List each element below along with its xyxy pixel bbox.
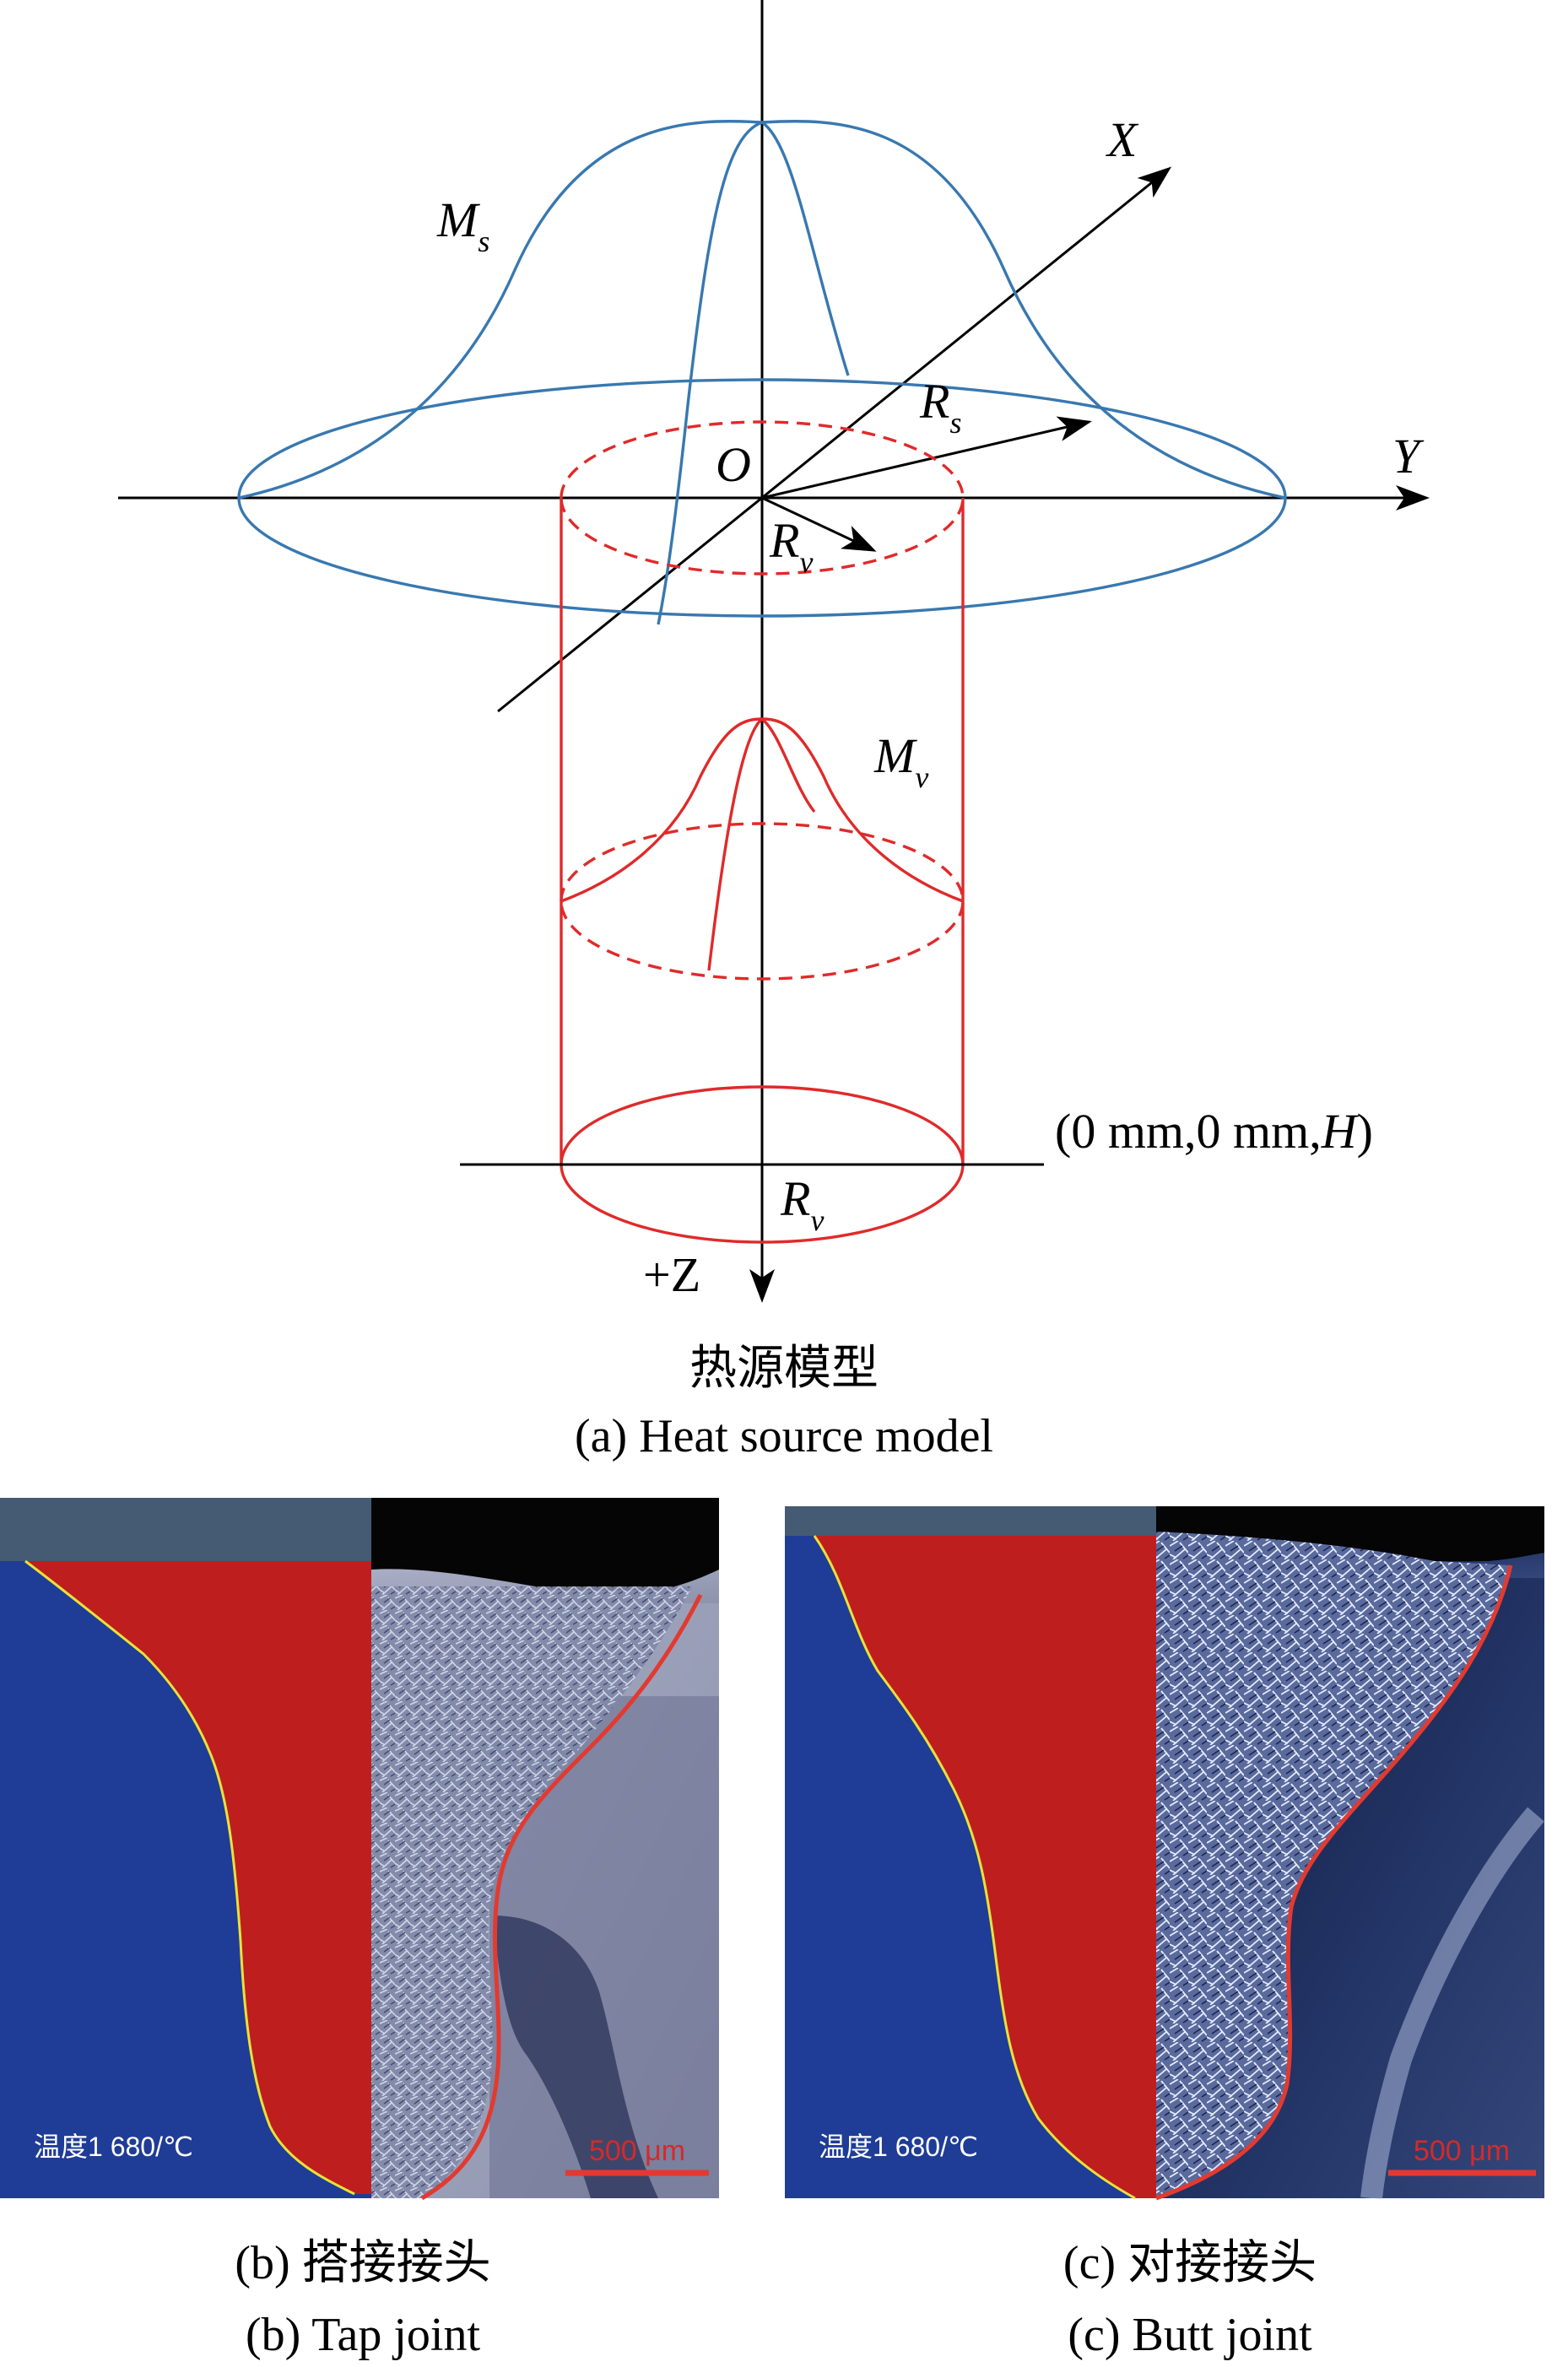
caption-a-cn: 热源模型 (689, 1343, 879, 1395)
origin-label: O (716, 437, 751, 492)
heat-source-model-diagram: Ms X Y O Rs Rv Mv (0 mm,0 mm,H) Rv +Z 热源… (118, 0, 1430, 1462)
ms-label: Ms (436, 192, 489, 258)
sim-top-bar-b (0, 1498, 371, 1561)
rv-arrow (761, 496, 877, 552)
coordinate-label: (0 mm,0 mm,H) (1055, 1104, 1373, 1159)
rs-arrow (761, 416, 1092, 500)
caption-b-cn: (b) 搭接接头 (235, 2237, 490, 2289)
caption-c-cn: (c) 对接接头 (1063, 2237, 1317, 2289)
fusion-line-c (1155, 1564, 1513, 2201)
rv-bottom-label: Rv (780, 1171, 824, 1237)
melt-pool-c (814, 1536, 1156, 2198)
melt-pool-b (25, 1561, 371, 2194)
volume-source-section-right (760, 717, 816, 813)
weld-zone-b (371, 1586, 692, 2198)
sim-top-bar-c (785, 1506, 1156, 1536)
rs-label: Rs (919, 374, 961, 440)
tap-joint-panel: 温度1 680/℃ 500 μm (b) 搭接接头 (b) Tap joint (0, 1498, 719, 2361)
x-axis (497, 166, 1172, 713)
surface-source-section (657, 121, 763, 625)
scale-bar-label-b: 500 μm (589, 2135, 685, 2167)
melt-boundary-c (813, 1535, 1136, 2200)
mv-label: Mv (873, 728, 928, 794)
cylinder-mid-ellipse (560, 822, 965, 981)
z-axis-label: +Z (643, 1247, 700, 1302)
surface-heat-source (237, 119, 1287, 625)
temperature-label-b: 温度1 680/℃ (34, 2132, 193, 2162)
rv-label: Rv (769, 513, 813, 579)
x-axis-label: X (1106, 112, 1139, 167)
volume-source-section (707, 717, 764, 971)
dark-band-b (494, 1916, 658, 2198)
y-axis-label: Y (1392, 429, 1425, 484)
surface-source-section-right (761, 121, 850, 376)
caption-a-en: (a) Heat source model (575, 1410, 993, 1462)
temperature-label-c: 温度1 680/℃ (819, 2132, 978, 2162)
fusion-line-b (420, 1593, 703, 2201)
caption-b-en: (b) Tap joint (246, 2309, 481, 2361)
scale-bar-label-c: 500 μm (1414, 2135, 1510, 2167)
caption-c-en: (c) Butt joint (1068, 2309, 1312, 2361)
butt-joint-panel: 温度1 680/℃ 500 μm (c) 对接接头 (c) Butt joint (785, 1506, 1544, 2361)
bright-band-c (1360, 1807, 1544, 2200)
weld-zone-c (1156, 1532, 1511, 2198)
melt-boundary-b (24, 1559, 355, 2196)
